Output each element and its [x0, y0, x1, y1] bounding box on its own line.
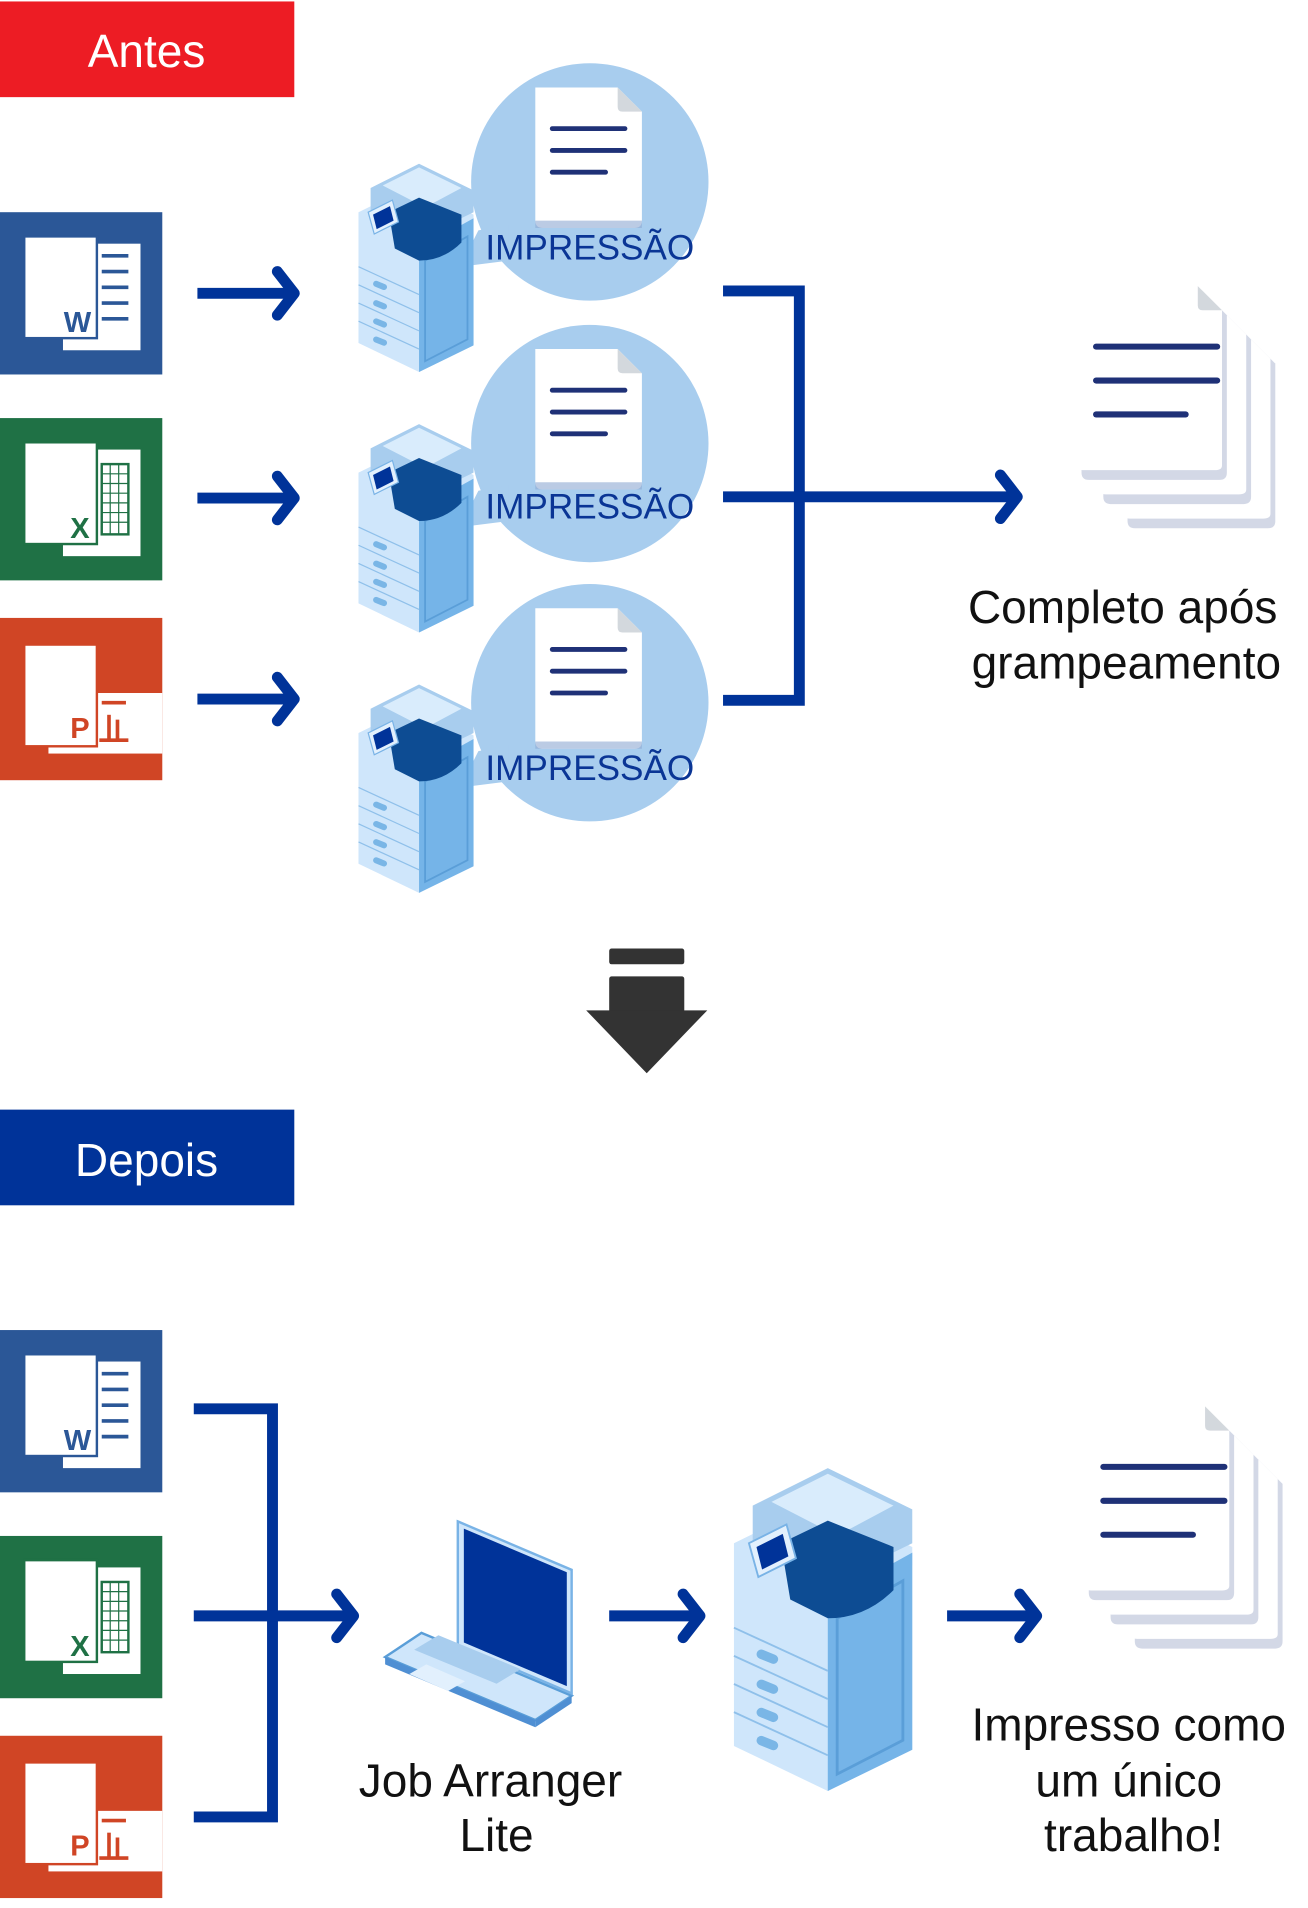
svg-text:X: X — [70, 1631, 90, 1663]
document-icon — [535, 87, 642, 227]
print-label: IMPRESSÃO — [485, 228, 694, 267]
printer-icon — [357, 683, 475, 894]
print-label: IMPRESSÃO — [485, 749, 694, 788]
merge-connector — [193, 1403, 349, 1823]
arrow-icon — [609, 1594, 700, 1638]
word-icon: W — [0, 1330, 163, 1493]
arrow-icon — [197, 677, 294, 721]
svg-text:W: W — [64, 307, 92, 339]
merge-connector — [723, 285, 1013, 706]
arrow-icon — [197, 272, 294, 316]
stacked-documents-icon — [1077, 286, 1276, 528]
printer-icon — [357, 423, 475, 634]
laptop-icon — [382, 1519, 575, 1728]
svg-text:P: P — [70, 1831, 89, 1863]
after-result-line-3: trabalho! — [1044, 1809, 1223, 1861]
word-icon: W — [0, 212, 163, 375]
before-result-line-1: Completo após — [968, 581, 1278, 633]
document-icon — [535, 608, 642, 748]
excel-icon: X — [0, 1535, 163, 1699]
document-icon — [535, 349, 642, 489]
printer-icon — [357, 162, 475, 373]
before-tag: Antes — [0, 1, 295, 98]
svg-text:P: P — [70, 713, 89, 745]
software-label-line-2: Lite — [459, 1809, 533, 1861]
svg-text:W: W — [64, 1425, 92, 1457]
print-job-1: IMPRESSÃO — [357, 63, 709, 373]
powerpoint-icon: P — [0, 1735, 163, 1899]
printer-icon — [732, 1466, 914, 1793]
print-label: IMPRESSÃO — [485, 488, 694, 527]
before-tag-label: Antes — [88, 25, 206, 77]
print-job-2: IMPRESSÃO — [357, 324, 709, 634]
svg-text:X: X — [70, 513, 90, 545]
after-tag: Depois — [0, 1109, 295, 1206]
after-result-line-1: Impresso como — [971, 1699, 1286, 1751]
arrow-icon — [197, 476, 294, 520]
arrow-icon — [947, 1594, 1037, 1638]
before-result-line-2: grampeamento — [972, 636, 1282, 688]
print-job-3: IMPRESSÃO — [357, 584, 709, 894]
software-label-line-1: Job Arranger — [359, 1754, 622, 1806]
after-tag-label: Depois — [75, 1134, 218, 1186]
after-result-line-2: um único — [1035, 1754, 1222, 1806]
powerpoint-icon: P — [0, 617, 163, 781]
down-arrow-icon — [586, 948, 708, 1074]
stacked-documents-icon — [1084, 1406, 1283, 1648]
excel-icon: X — [0, 418, 163, 581]
